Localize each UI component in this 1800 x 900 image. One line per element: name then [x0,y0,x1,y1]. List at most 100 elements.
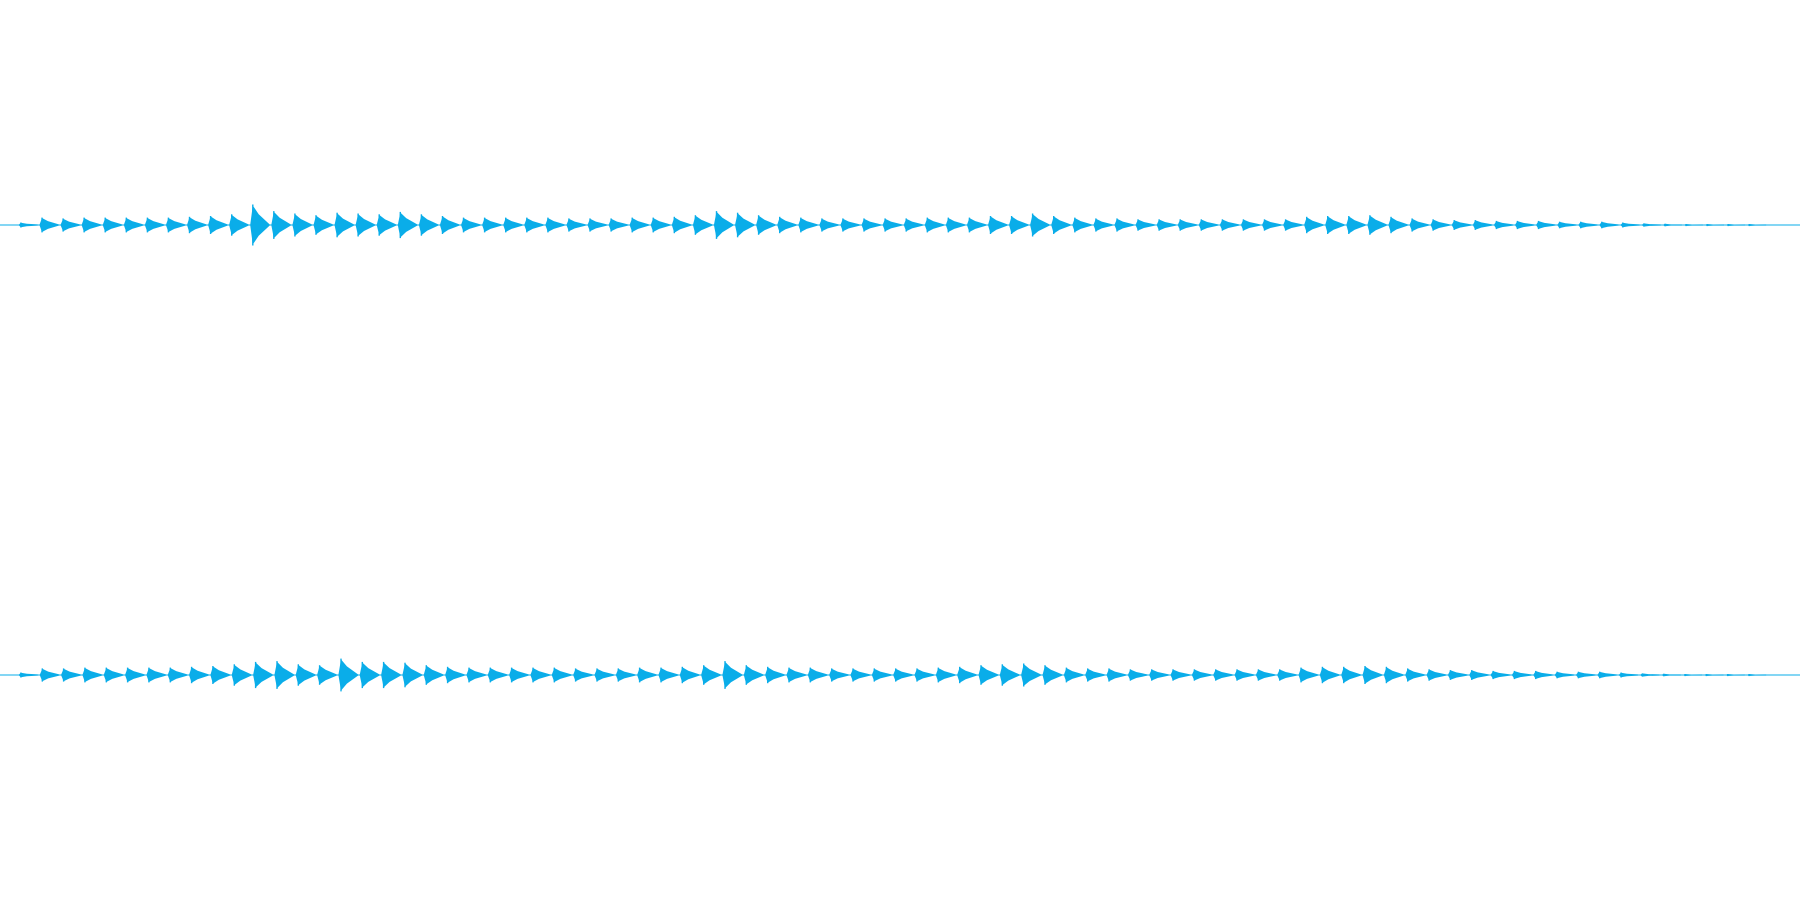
waveform-beat [402,663,422,687]
waveform-beat [935,668,956,682]
waveform-beat [1746,224,1767,226]
waveform-beat [1620,222,1640,228]
waveform-beat [756,215,776,235]
waveform-beat [1430,219,1450,231]
waveform-beat [1511,671,1532,679]
waveform-beat [1219,219,1240,231]
waveform-beat [503,218,523,232]
waveform-beat [893,668,913,682]
waveform-beat [1426,669,1447,681]
waveform-beat [671,217,692,233]
waveform-beat [615,668,636,682]
waveform-beat [679,667,700,683]
waveform-beat [1149,669,1169,681]
waveform-beat [229,214,249,236]
waveform-beat [1704,224,1724,226]
waveform-beat [125,668,145,682]
waveform-beat [1093,218,1113,232]
waveform-beat [144,218,165,232]
waveform-beat [1575,671,1596,679]
waveform-beat [1030,214,1050,236]
waveform-beat [1409,218,1429,232]
waveform-beat [18,222,38,228]
waveform-beat [165,218,186,232]
waveform-beat [1618,672,1639,678]
waveform-beat [608,218,628,232]
waveform-beat [231,664,252,686]
waveform-beat [1725,224,1746,226]
waveform-beat [1114,218,1134,232]
waveform-beat [445,667,465,683]
waveform-beat [777,217,797,233]
waveform-beat [1298,668,1319,682]
waveform-beat [1072,218,1092,232]
waveform-beat [423,665,444,685]
waveform-beat [39,218,59,232]
waveform-beat [1127,669,1148,681]
waveform-beat [692,215,713,235]
waveform-beat [1557,221,1577,229]
waveform-beat [1341,667,1361,683]
waveform-beat [509,668,529,682]
waveform-beat [317,665,337,685]
waveform-beat [1383,667,1404,683]
waveform-beat [978,665,999,685]
waveform-beat [103,668,124,682]
waveform-beat [798,218,818,232]
waveform-beat [1009,216,1029,234]
waveform-channel-right [0,658,1800,692]
waveform-beat [1255,669,1276,681]
waveform-beat [334,213,354,237]
waveform-beat [829,668,849,682]
waveform-beat [18,672,38,678]
waveform-beat [482,218,502,232]
waveform-beat [807,668,828,682]
waveform-beat [1277,669,1297,681]
waveform-beat [850,668,871,682]
waveform-beat [786,668,807,682]
waveform-beat [1451,220,1472,230]
waveform-beat [61,668,81,682]
waveform-beat [566,218,586,232]
waveform-beat [355,214,375,236]
waveform-beat [871,668,892,682]
waveform-beat [1662,223,1682,227]
waveform-beat [253,662,273,688]
waveform-beat [1493,221,1514,229]
waveform-beat [487,668,508,682]
waveform-beat [1063,668,1084,682]
waveform-beat [1304,217,1324,233]
waveform-beat [146,668,166,682]
waveform-beat [966,218,987,232]
waveform-beat [988,216,1008,234]
waveform-beat [313,215,333,235]
waveform-beat [957,667,977,683]
waveform-beat [250,205,270,245]
waveform-beat [81,218,101,232]
waveform-beat [903,218,923,232]
waveform-beat [1042,665,1063,685]
waveform-beat [1536,221,1556,229]
waveform-beat [381,662,401,688]
waveform-beat [1597,671,1617,679]
waveform-beat [530,668,550,682]
waveform-beat [292,214,312,236]
waveform-beat [1578,221,1598,229]
waveform-beat [1661,673,1681,677]
waveform-beat [1135,219,1155,231]
waveform-beat [397,212,418,238]
waveform-beat [466,668,486,682]
waveform-beat [658,668,679,682]
waveform-beat [208,216,228,234]
waveform-beat [545,218,565,232]
waveform-beat [1746,674,1767,676]
waveform-beat [1683,224,1703,226]
waveform-beat [1703,674,1724,676]
waveform-beat [189,667,209,683]
waveform-beat [123,218,144,232]
waveform-beat [338,659,358,691]
waveform-beat [1533,671,1553,679]
waveform-beat [945,218,966,232]
